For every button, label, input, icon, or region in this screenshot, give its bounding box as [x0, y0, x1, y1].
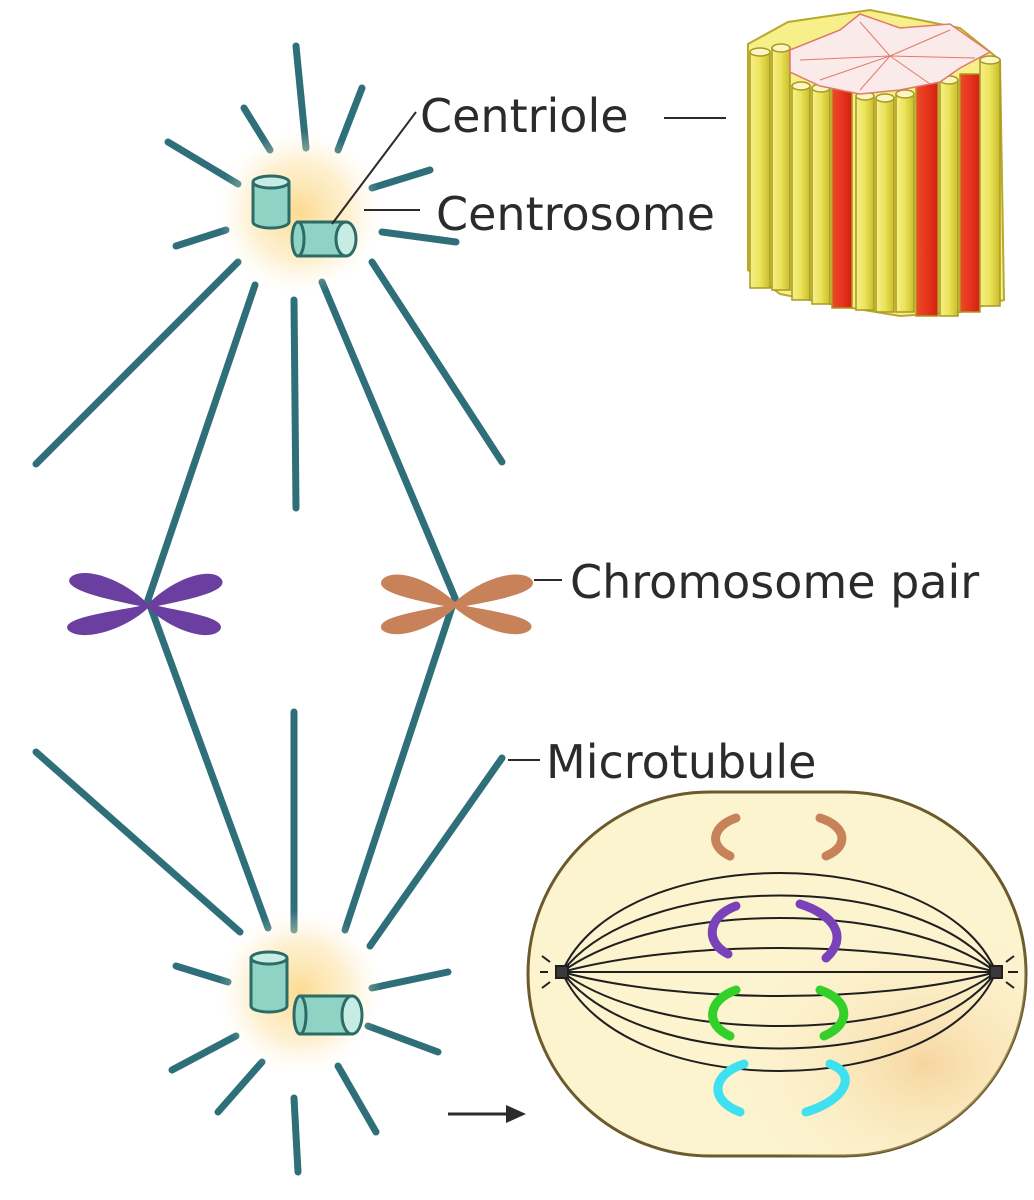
lower-centrosome — [218, 910, 382, 1074]
centriole-cylinder-icon — [251, 952, 287, 1012]
label-microtubule: Microtubule — [546, 735, 816, 789]
label-centriole: Centriole — [420, 89, 629, 143]
chromosome-left — [67, 573, 222, 635]
dividing-cell-illustration — [528, 792, 1026, 1156]
centriole-cylinder-icon — [253, 176, 289, 228]
centriole-cylinder-icon — [294, 996, 362, 1034]
label-centrosome: Centrosome — [436, 187, 715, 241]
upper-centrosome — [218, 130, 382, 294]
centriole-cylinder-icon — [292, 222, 356, 256]
centriole-structure-illustration — [748, 10, 1004, 316]
label-chromosome-pair: Chromosome pair — [570, 555, 979, 609]
arrow-right-icon — [448, 1105, 526, 1123]
chromosome-right — [381, 575, 533, 635]
spindle-fibers — [148, 282, 455, 930]
